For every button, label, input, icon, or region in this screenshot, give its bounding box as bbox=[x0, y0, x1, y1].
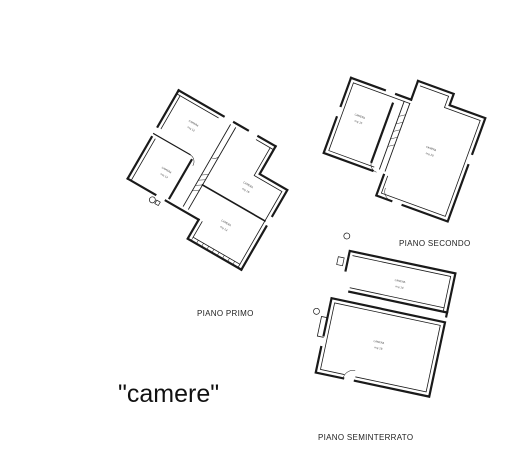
svg-text:mq 12: mq 12 bbox=[219, 225, 228, 233]
label-piano-primo: PIANO PRIMO bbox=[197, 309, 254, 318]
svg-text:CAMERA: CAMERA bbox=[394, 278, 406, 284]
svg-text:CAMERA: CAMERA bbox=[188, 119, 200, 128]
svg-text:mq 18: mq 18 bbox=[374, 345, 383, 351]
svg-text:CAMERA: CAMERA bbox=[354, 112, 366, 120]
plan-piano-seminterrato: CAMERA mq 14 CAMERA mq 18 bbox=[313, 232, 457, 398]
svg-text:mq 16: mq 16 bbox=[241, 186, 250, 194]
plan-piano-primo: CAMERA mq 12 CAMERA mq 14 CAMERA mq 16 C… bbox=[126, 88, 289, 272]
svg-text:mq 20: mq 20 bbox=[425, 151, 434, 158]
label-piano-seminterrato: PIANO SEMINTERRATO bbox=[318, 433, 413, 442]
label-piano-secondo: PIANO SECONDO bbox=[399, 239, 470, 248]
plan-piano-secondo: CAMERA mq 15 CAMERA mq 20 bbox=[322, 76, 487, 223]
svg-text:CAMERA: CAMERA bbox=[242, 180, 254, 189]
svg-text:CAMERA: CAMERA bbox=[373, 339, 385, 345]
svg-text:mq 14: mq 14 bbox=[160, 172, 169, 180]
svg-text:CAMERA: CAMERA bbox=[161, 166, 173, 175]
title-camere: "camere" bbox=[118, 380, 220, 408]
svg-text:mq 14: mq 14 bbox=[395, 284, 404, 290]
svg-text:mq 12: mq 12 bbox=[187, 125, 196, 133]
svg-text:CAMERA: CAMERA bbox=[220, 218, 232, 227]
svg-text:mq 15: mq 15 bbox=[354, 119, 363, 126]
svg-text:CAMERA: CAMERA bbox=[425, 145, 437, 153]
